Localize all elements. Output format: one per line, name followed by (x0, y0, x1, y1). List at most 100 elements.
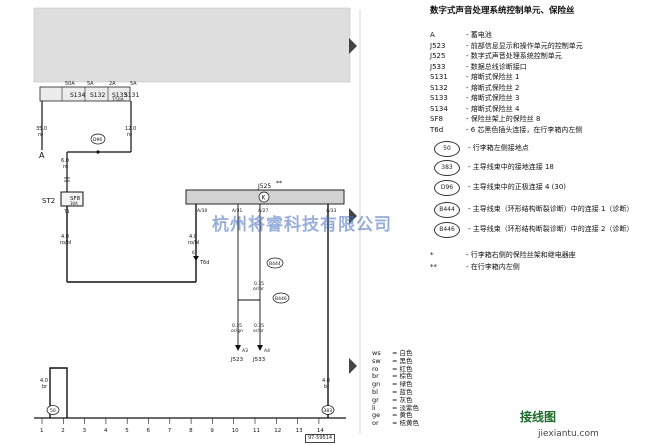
wire-color-code: ws (372, 349, 381, 357)
connector-b446-symbol (272, 292, 290, 304)
wire-color-code: gn (372, 380, 381, 389)
column-number: 6 (147, 428, 151, 434)
legend-note-desc: - 行李箱右侧的保险丝架和继电器座 (466, 251, 576, 259)
wire-or2-color: or/gn (231, 328, 243, 334)
legend-component-code: J533 (430, 62, 446, 71)
wire-color-code: ge (372, 411, 381, 420)
column-number: 11 (253, 428, 260, 434)
legend-component-row: S131- 熔断式保险丝 1 (430, 72, 519, 83)
wire-color-name: = 棕色 (392, 372, 413, 381)
legend-component-desc: - 熔断式保险丝 4 (466, 104, 520, 113)
legend-note-desc: - 在行李箱内左侧 (466, 263, 520, 271)
column-number: 9 (210, 428, 214, 434)
wire-color-row: sw = 黑色 (372, 356, 419, 366)
column-number: 12 (274, 428, 281, 434)
legend-component-row: J523- 前部信息显示和操作单元的控制单元 (430, 41, 583, 52)
legend-component-code: S134 (430, 104, 448, 113)
column-number: 2 (61, 428, 65, 434)
wire-left-color: ro (38, 132, 43, 138)
legend-symbol-icon: B446 (434, 222, 460, 238)
fuse-s132: S132 (90, 92, 105, 99)
wire-color-row: br = 棕色 (372, 372, 419, 381)
wire-color-code: or (372, 419, 379, 428)
legend-component-desc: - 数字式声音处理系统控制单元 (466, 52, 562, 60)
wire-color-row: ge= 黄色 (372, 411, 419, 420)
wire-color-row: ro= 红色 (372, 364, 419, 374)
wire-color-row: gr= 灰色 (372, 395, 419, 405)
wire-color-row: li= 淡紫色 (372, 403, 419, 413)
legend-component-code: A (430, 31, 435, 39)
wire-or3-color: or/br (253, 328, 264, 334)
wire-color-code: gr (372, 395, 379, 404)
wire-color-code: br (372, 372, 379, 381)
column-number: 13 (296, 428, 303, 434)
diagram-reference-code: 97-59514 (305, 434, 336, 443)
battery-a-label: A (39, 151, 45, 160)
st2-label: ST2 (42, 197, 55, 205)
site-logo: 接线图 (520, 410, 557, 424)
legend-symbol-desc: - 主导线束中的接地连接 18 (468, 163, 554, 171)
wire-ground-left (49, 367, 68, 418)
legend-component-code: T6d (430, 125, 444, 134)
fuse-s134: S134 (70, 92, 85, 99)
wire-or2-size: 0.35 (232, 323, 242, 329)
wire-left-size: 35.0 (36, 126, 47, 132)
wire-color-code: bl (372, 387, 378, 396)
wire-color-name: = 黑色 (392, 356, 413, 365)
legend-title: 数字式声音处理系统控制单元、保险丝 (430, 6, 575, 16)
wire-color-code: li (372, 403, 376, 412)
wire-color-name: = 红色 (392, 364, 413, 373)
page-arrow-bottom (349, 358, 357, 374)
column-number: 5 (125, 428, 129, 434)
connector-t6d-icon (193, 256, 199, 261)
legend-component-row: T6d- 6 芯黑色插头连接，在行李箱内左侧 (430, 125, 582, 136)
legend-symbol-desc: - 主导线束中的正极连接 4 (30) (468, 183, 567, 191)
wire-right-size: 12.0 (125, 126, 136, 132)
wire-color-row: gn = 绿色 (372, 380, 419, 389)
pin-a33: A/33 (326, 208, 336, 214)
legend-component-desc: - 蓄电池 (466, 31, 492, 39)
splice-d96-symbol (90, 133, 106, 145)
j533-label: J533 (252, 357, 266, 363)
fuse-s131: S131 (124, 92, 139, 99)
j525-symbol-icon (258, 191, 270, 203)
sf8-amp: 30A (70, 201, 78, 206)
fuse-s133: S133 (112, 92, 127, 99)
column-number: 1 (40, 428, 44, 434)
legend-symbol-desc: - 主导线束（环形结构断裂诊断）中的连接 2（诊断） (468, 225, 634, 233)
wire-or1-color: or/br (253, 286, 264, 292)
wire-color-code: sw (372, 356, 381, 365)
ground-383-symbol (321, 405, 335, 415)
fuse-sub-amp: 150A (112, 97, 125, 103)
wire-color-row: bl = 蓝色 (372, 387, 419, 397)
fuse-sf8-box (60, 191, 84, 207)
site-url: jiexiantu.com (538, 429, 599, 439)
ground-50-label: 50 (50, 408, 56, 414)
column-number: 7 (168, 428, 172, 434)
column-number: 8 (189, 428, 193, 434)
column-number: 14 (317, 428, 324, 434)
fuse-amp-3: 2A (109, 81, 116, 87)
legend-component-desc: - 熔断式保险丝 1 (466, 73, 520, 81)
wire-or3-size: 0.35 (254, 323, 264, 329)
legend-note-mark: * (430, 251, 434, 259)
page-arrow-top (349, 38, 357, 54)
legend-component-row: J533- 数据总线诊断接口 (430, 62, 527, 73)
pin-a27: A/27 (258, 208, 268, 214)
legend-symbol-icon: B444 (434, 202, 460, 218)
legend-note-row: ** - 在行李箱内左侧 (430, 262, 520, 273)
upper-panel (33, 7, 351, 83)
splice-d96-label: D96 (93, 137, 102, 143)
wire-color-name: = 绿色 (392, 380, 413, 389)
wire-color-name: = 蓝色 (392, 387, 413, 396)
legend-note-mark: ** (430, 263, 437, 271)
wire-br1-size: 4.0 (40, 378, 48, 384)
legend-component-code: S132 (430, 83, 448, 92)
wire-30-color: ro (63, 164, 68, 170)
wire-robl1-color: ro/bl (60, 240, 71, 246)
wire-robl2-size: 4.0 (189, 234, 197, 240)
